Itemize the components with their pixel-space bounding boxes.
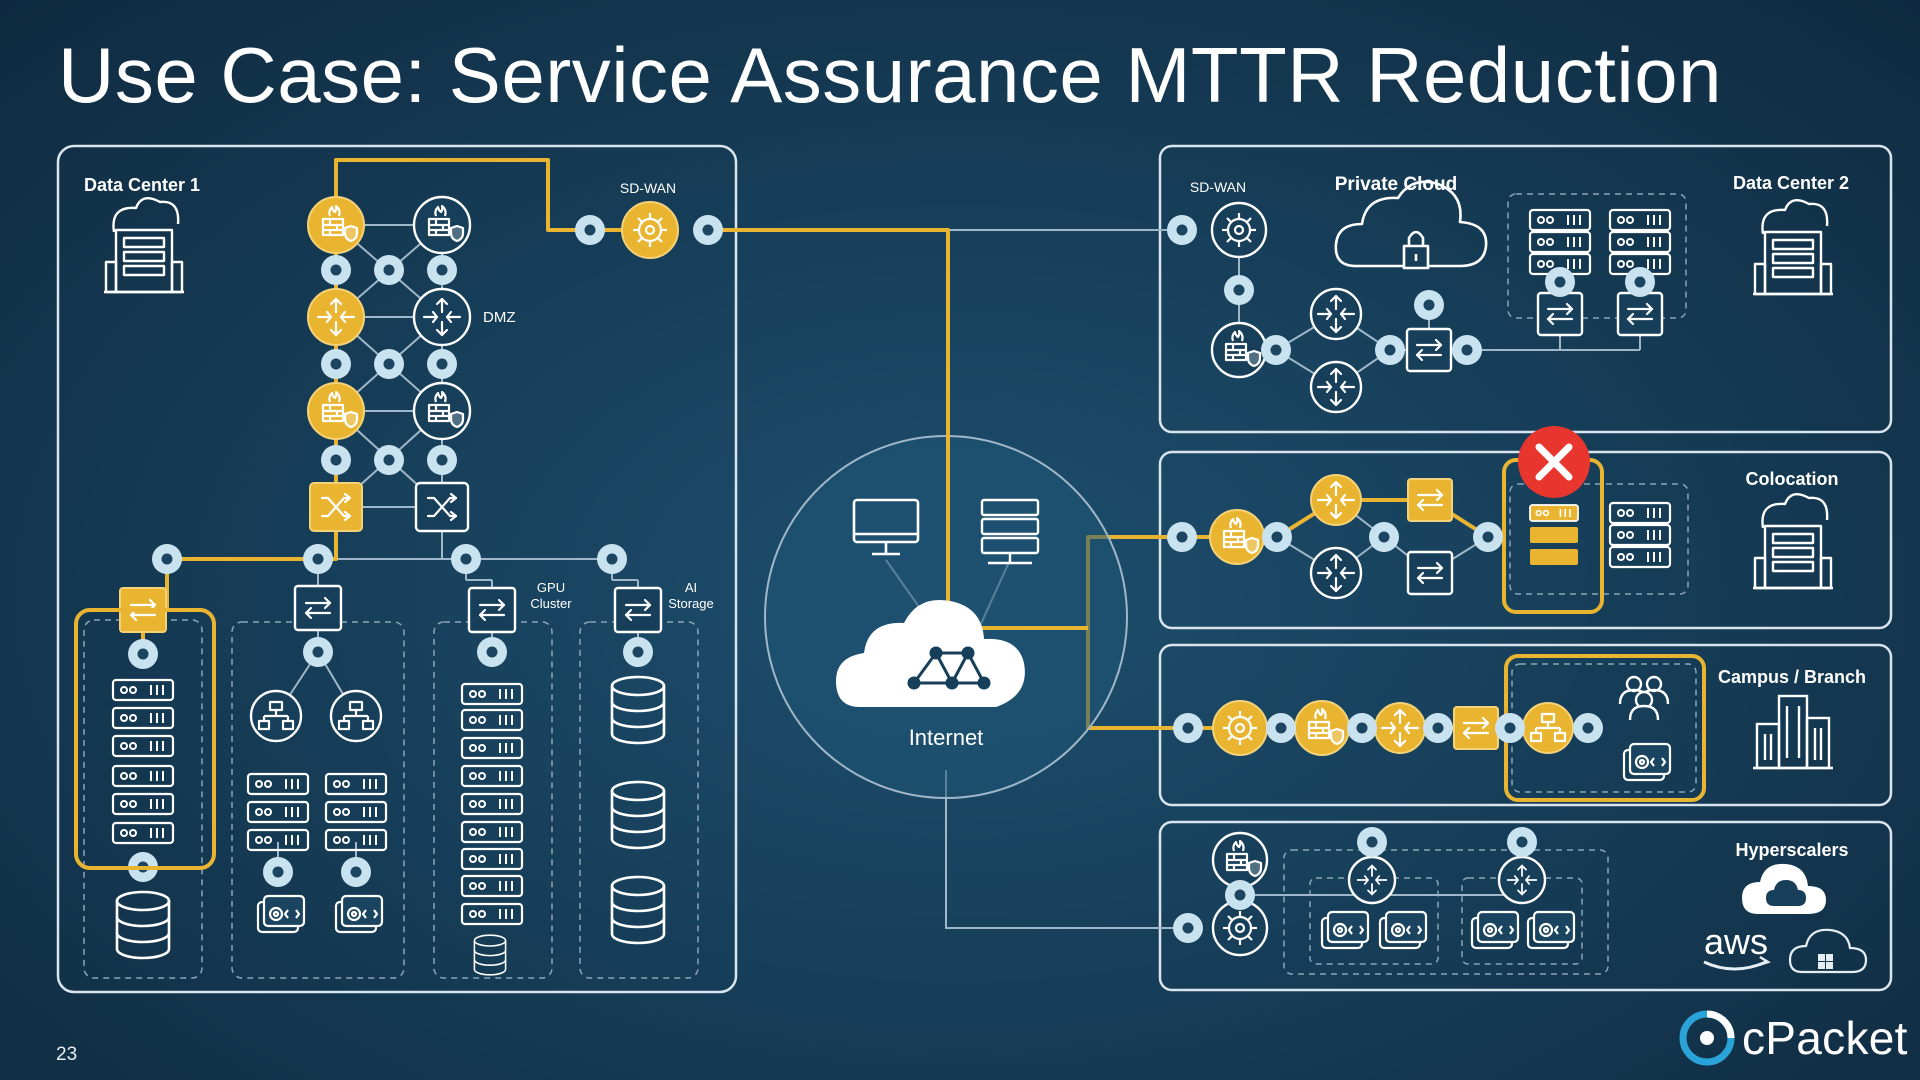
crossbar-switch-icon xyxy=(309,482,363,532)
crossbar-switch-icon xyxy=(414,481,470,533)
server-rack xyxy=(1528,208,1672,276)
switch-icon xyxy=(293,584,343,632)
internet-cloud-icon xyxy=(836,599,1025,707)
app-gear-icon xyxy=(256,894,306,934)
data-center-1-label: Data Center 1 xyxy=(84,175,200,195)
users-icon xyxy=(1618,675,1670,721)
router-icon xyxy=(1310,474,1362,526)
router-icon xyxy=(307,288,365,346)
switch-icon xyxy=(1406,550,1454,596)
app-gear-icon xyxy=(1526,910,1576,950)
sdwan-label: SD-WAN xyxy=(620,180,676,196)
gpu-cluster-label-2: Cluster xyxy=(530,596,572,611)
slide-title: Use Case: Service Assurance MTTR Reducti… xyxy=(58,31,1722,119)
cpacket-logo: cPacket xyxy=(1678,1010,1908,1066)
app-gear-icon xyxy=(334,894,384,934)
failure-x-icon xyxy=(1518,426,1590,498)
data-center-building-icon xyxy=(102,196,186,294)
data-center-2-label: Data Center 2 xyxy=(1733,173,1849,193)
panel-private-cloud xyxy=(1158,144,1893,434)
colocation-building-icon xyxy=(1751,492,1835,590)
database-icon xyxy=(610,675,666,745)
azure-cloud-logo xyxy=(1788,928,1868,974)
load-balancer-icon xyxy=(329,689,383,743)
dmz-label: DMZ xyxy=(483,309,516,326)
panel-data-center-1 xyxy=(56,144,738,994)
firewall-icon xyxy=(1209,509,1265,565)
ai-storage-label-2: Storage xyxy=(668,596,714,611)
data-center-2-building-icon xyxy=(1751,198,1835,296)
app-gear-icon xyxy=(1622,742,1672,782)
switch-icon xyxy=(1616,291,1664,337)
load-balancer-icon xyxy=(1522,702,1574,754)
database-icon xyxy=(610,875,666,945)
rack-group-1 xyxy=(83,619,203,979)
router-icon xyxy=(1309,546,1363,600)
database-icon xyxy=(115,890,171,960)
panel-campus-branch xyxy=(1158,643,1893,807)
app-gear-icon xyxy=(1470,910,1520,950)
dc2-rack-group xyxy=(1507,193,1687,319)
firewall-icon xyxy=(1210,321,1268,379)
panel-hyperscalers xyxy=(1158,820,1893,992)
server-rack xyxy=(246,772,388,852)
database-icon xyxy=(610,780,666,850)
firewall-icon xyxy=(307,196,365,254)
hyperscaler-group-1 xyxy=(1283,849,1609,975)
database-icon xyxy=(473,934,507,976)
monitor-icon xyxy=(852,498,920,556)
sdwan-icon xyxy=(1210,201,1268,259)
router-icon xyxy=(412,287,472,347)
server-rack xyxy=(111,678,175,845)
server-rack xyxy=(1608,501,1672,569)
sdwan-icon xyxy=(1212,700,1268,756)
router-icon xyxy=(1309,287,1363,341)
router-icon xyxy=(1374,702,1426,754)
switch-icon xyxy=(1453,706,1499,750)
cpacket-logo-icon xyxy=(1679,1010,1735,1066)
failed-server-rack xyxy=(1529,504,1579,565)
router-icon xyxy=(1309,360,1363,414)
firewall-icon xyxy=(307,382,365,440)
gpu-server-rack xyxy=(460,682,524,926)
firewall-icon xyxy=(412,195,472,255)
load-balancer-icon xyxy=(249,689,303,743)
switch-icon xyxy=(467,586,517,634)
private-cloud-label: Private Cloud xyxy=(1335,174,1457,195)
page-number: 23 xyxy=(56,1044,78,1065)
colo-rack-group xyxy=(1509,483,1689,595)
hyperscaler-vpc-2 xyxy=(1461,877,1583,965)
app-gear-icon xyxy=(1378,910,1428,950)
private-cloud-lock-icon xyxy=(1334,180,1488,270)
cloud-router-icon xyxy=(1347,855,1397,905)
internet-label: Internet xyxy=(909,725,984,750)
firewall-icon xyxy=(412,381,472,441)
campus-building-icon xyxy=(1753,694,1833,770)
ai-storage-label-1: AI xyxy=(685,580,697,595)
gpu-cluster-label-1: GPU xyxy=(537,580,565,595)
sdwan-icon xyxy=(621,201,679,259)
svg-text:aws: aws xyxy=(1704,921,1768,962)
server-stack-icon xyxy=(980,498,1040,565)
highlighted-rack xyxy=(74,608,216,870)
switch-icon xyxy=(1536,291,1584,337)
firewall-icon xyxy=(1211,831,1269,889)
switch-icon xyxy=(1407,478,1453,522)
switch-icon xyxy=(613,586,663,634)
cloud-router-icon xyxy=(1497,855,1547,905)
colocation-label: Colocation xyxy=(1746,469,1839,489)
hyperscalers-label: Hyperscalers xyxy=(1735,840,1848,860)
hyperscaler-cloud-icon xyxy=(1742,863,1826,914)
switch-icon xyxy=(1405,327,1453,373)
rack-group-2 xyxy=(231,621,405,979)
private-cloud-sdwan-label: SD-WAN xyxy=(1190,179,1246,195)
firewall-icon xyxy=(1294,700,1350,756)
brand-name: cPacket xyxy=(1742,1012,1908,1064)
campus-branch-label: Campus / Branch xyxy=(1718,667,1866,687)
app-gear-icon xyxy=(1320,910,1370,950)
aws-logo: aws xyxy=(1703,921,1771,971)
